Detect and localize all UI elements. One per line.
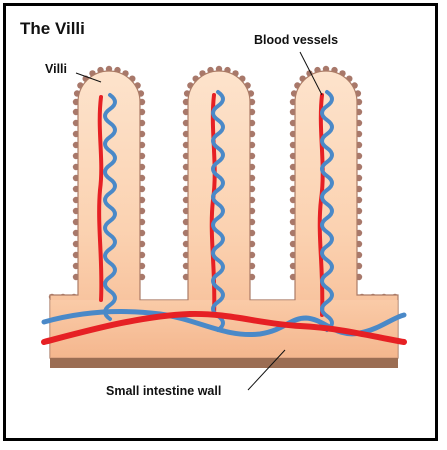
villus-1-artery — [97, 95, 104, 302]
villus-1-vein — [103, 93, 117, 321]
blood-vessels-label: Blood vessels — [254, 33, 339, 47]
diagram-title: The Villi — [20, 19, 85, 38]
intestine-wall-leader-line — [247, 349, 286, 391]
villus-3-vein — [320, 90, 334, 332]
blood-vessel-network — [41, 90, 407, 345]
blood-vessels-leader-line — [299, 51, 323, 96]
villi-leader-line — [75, 72, 102, 83]
villus-2-vein — [211, 90, 225, 332]
intestine-wall-label: Small intestine wall — [106, 384, 222, 398]
villi-label: Villi — [45, 62, 68, 76]
wall-artery — [41, 310, 407, 345]
intestine-wall-base-layer — [50, 358, 398, 368]
